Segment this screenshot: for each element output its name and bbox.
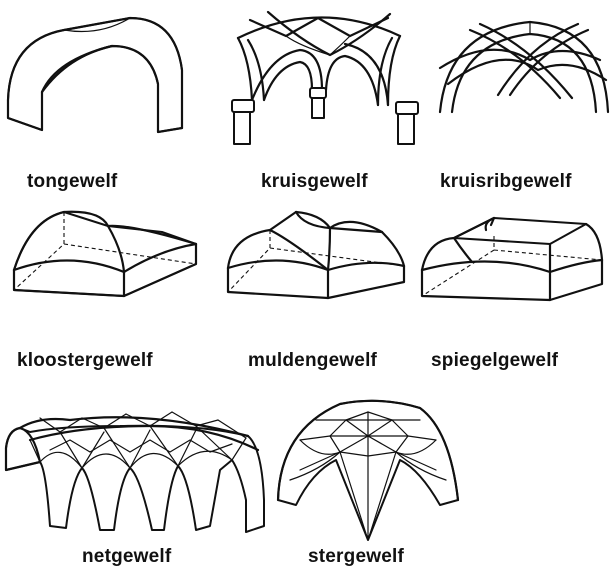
kloostergewelf-drawing bbox=[14, 212, 196, 296]
label-kruisgewelf: kruisgewelf bbox=[261, 172, 368, 191]
tongewelf-drawing bbox=[8, 18, 182, 132]
muldengewelf-drawing bbox=[228, 212, 404, 298]
label-kloostergewelf: kloostergewelf bbox=[17, 351, 153, 370]
stergewelf-drawing bbox=[278, 401, 458, 540]
label-netgewelf: netgewelf bbox=[82, 547, 171, 566]
spiegelgewelf-drawing bbox=[422, 218, 602, 300]
kruisribgewelf-drawing bbox=[440, 22, 608, 112]
label-muldengewelf: muldengewelf bbox=[248, 351, 377, 370]
kruisgewelf-drawing bbox=[232, 12, 418, 144]
label-spiegelgewelf: spiegelgewelf bbox=[431, 351, 558, 370]
label-kruisribgewelf: kruisribgewelf bbox=[440, 172, 572, 191]
label-stergewelf: stergewelf bbox=[308, 547, 404, 566]
netgewelf-drawing bbox=[6, 412, 264, 532]
label-tongewelf: tongewelf bbox=[27, 172, 117, 191]
